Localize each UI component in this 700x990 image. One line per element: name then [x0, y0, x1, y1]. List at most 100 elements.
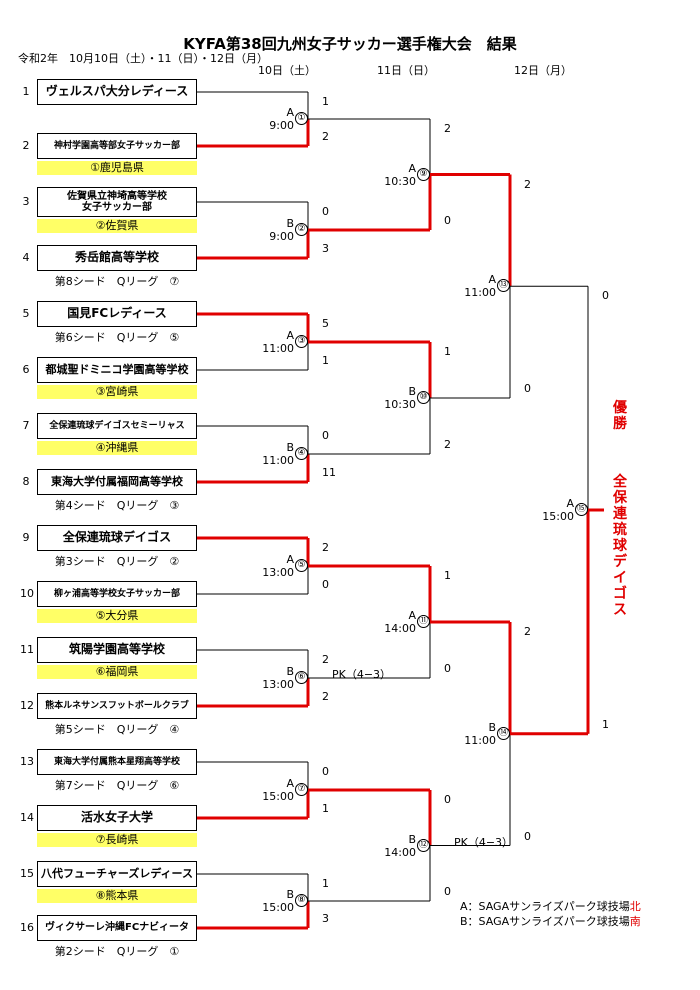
team-number: 11 — [20, 643, 34, 656]
team-name-box: 国見FCレディース — [37, 301, 197, 327]
team-name-box: 佐賀県立神埼高等学校 女子サッカー部 — [37, 187, 197, 217]
team-number: 10 — [20, 587, 34, 600]
match-number: ⑬ — [497, 279, 510, 293]
match-number: ⑪ — [417, 615, 430, 628]
venue-a: A：SAGAサンライズパーク球技場北 — [460, 898, 641, 914]
team-number: 12 — [20, 699, 34, 712]
match-info: B 13:00 — [262, 665, 294, 691]
match-number: ⑧ — [295, 894, 308, 907]
tournament-dates: 令和2年 10月10日（土）・11（日）・12日（月） — [18, 52, 268, 65]
team-number: 4 — [22, 251, 30, 264]
match-score: 0 — [322, 429, 329, 442]
team-number: 5 — [22, 307, 30, 320]
match-score: 0 — [444, 793, 451, 806]
match-score: 1 — [322, 95, 329, 108]
match-score: 1 — [444, 569, 451, 582]
team-number: 6 — [22, 363, 30, 376]
match-info: A 11:00 — [262, 329, 294, 355]
team-number: 9 — [22, 531, 30, 544]
match-info: A 9:00 — [269, 106, 294, 132]
seed-label: 第2シード Qリーグ ① — [54, 945, 180, 958]
match-number: ⑭ — [497, 726, 510, 740]
seed-label: 第3シード Qリーグ ② — [54, 555, 180, 568]
seed-label: 第6シード Qリーグ ⑤ — [54, 331, 180, 344]
match-score: 1 — [602, 717, 609, 731]
team-number: 8 — [22, 475, 30, 488]
venue-b-text: B：SAGAサンライズパーク球技場 — [460, 915, 630, 928]
match-score: 0 — [444, 885, 451, 898]
match-info: A 15:00 — [262, 777, 294, 803]
team-name-box: 秀岳館高等学校 — [37, 245, 197, 271]
prefecture-label: ④沖縄県 — [37, 441, 197, 455]
venue-b-dir: 南 — [629, 915, 641, 928]
match-score: 0 — [444, 214, 451, 227]
page-title: KYFA第38回九州女子サッカー選手権大会 結果 — [183, 35, 517, 53]
team-name-box: ヴィクサーレ沖縄FCナビィータ — [37, 915, 197, 941]
match-number: ④ — [295, 447, 308, 460]
match-score: 0 — [602, 289, 609, 303]
match-info: B 10:30 — [384, 385, 416, 411]
pk-result: PK（4−3） — [332, 668, 392, 681]
team-name-box: 東海大学付属熊本星翔高等学校 — [37, 749, 197, 775]
match-score: 0 — [524, 829, 531, 843]
day-2-header: 11日（日） — [377, 64, 435, 77]
match-score: 1 — [322, 354, 329, 367]
team-name-box: ヴェルスパ大分レディース — [37, 79, 197, 105]
match-number: ① — [295, 112, 308, 125]
venue-a-dir: 北 — [629, 900, 641, 913]
day-1-header: 10日（土） — [258, 64, 316, 77]
match-info: B 9:00 — [269, 217, 294, 243]
match-info: B 15:00 — [262, 888, 294, 914]
seed-label: 第8シード Qリーグ ⑦ — [54, 275, 180, 288]
match-info: A 13:00 — [262, 553, 294, 579]
venue-a-text: A：SAGAサンライズパーク球技場 — [460, 900, 630, 913]
team-number: 3 — [22, 195, 30, 208]
match-info: A 10:30 — [384, 161, 416, 188]
match-info: B 11:00 — [262, 441, 294, 467]
team-number: 13 — [20, 755, 34, 768]
prefecture-label: ⑧熊本県 — [37, 889, 197, 903]
match-score: 2 — [524, 625, 531, 638]
match-score: 2 — [322, 541, 329, 554]
match-number: ⑨ — [417, 167, 430, 181]
day-3-header: 12日（月） — [514, 64, 572, 77]
pk-result: PK（4−3） — [454, 835, 514, 849]
match-score: 3 — [322, 912, 329, 925]
team-number: 16 — [20, 921, 34, 934]
match-info: B 14:00 — [384, 832, 416, 859]
team-name-box: 柳ヶ浦高等学校女子サッカー部 — [37, 581, 197, 607]
match-number: ⑩ — [417, 391, 430, 404]
match-score: 0 — [322, 765, 329, 778]
match-score: 2 — [444, 122, 451, 135]
match-info: A 15:00 — [542, 497, 574, 523]
match-number: ③ — [295, 335, 308, 348]
match-score: 3 — [322, 242, 329, 255]
team-name-box: 東海大学付属福岡高等学校 — [37, 469, 197, 495]
champion-label: 優勝 — [613, 400, 627, 432]
prefecture-label: ①鹿児島県 — [37, 161, 197, 175]
team-number: 15 — [20, 867, 34, 880]
match-info: B 11:00 — [464, 720, 496, 747]
match-score: 1 — [322, 802, 329, 815]
match-number: ⑫ — [417, 838, 430, 852]
match-score: 1 — [322, 877, 329, 890]
prefecture-label: ③宮崎県 — [37, 385, 197, 399]
team-name-box: 筑陽学園高等学校 — [37, 637, 197, 663]
prefecture-label: ⑥福岡県 — [37, 665, 197, 679]
match-number: ⑦ — [295, 783, 308, 796]
match-score: 2 — [322, 690, 329, 703]
team-number: 14 — [20, 811, 34, 824]
seed-label: 第4シード Qリーグ ③ — [54, 499, 180, 512]
team-number: 2 — [22, 139, 30, 152]
match-score: 2 — [322, 130, 329, 143]
match-score: 5 — [322, 317, 329, 330]
prefecture-label: ②佐賀県 — [37, 219, 197, 233]
match-score: 0 — [524, 382, 531, 395]
team-number: 1 — [22, 85, 30, 98]
seed-label: 第7シード Qリーグ ⑥ — [54, 779, 180, 792]
match-score: 11 — [322, 466, 336, 479]
match-number: ⑤ — [295, 559, 308, 572]
match-score: 2 — [444, 438, 451, 451]
champion-name: 全保連琉球デイゴス — [613, 474, 627, 618]
team-name-box: 熊本ルネサンスフットボールクラブ — [37, 693, 197, 719]
